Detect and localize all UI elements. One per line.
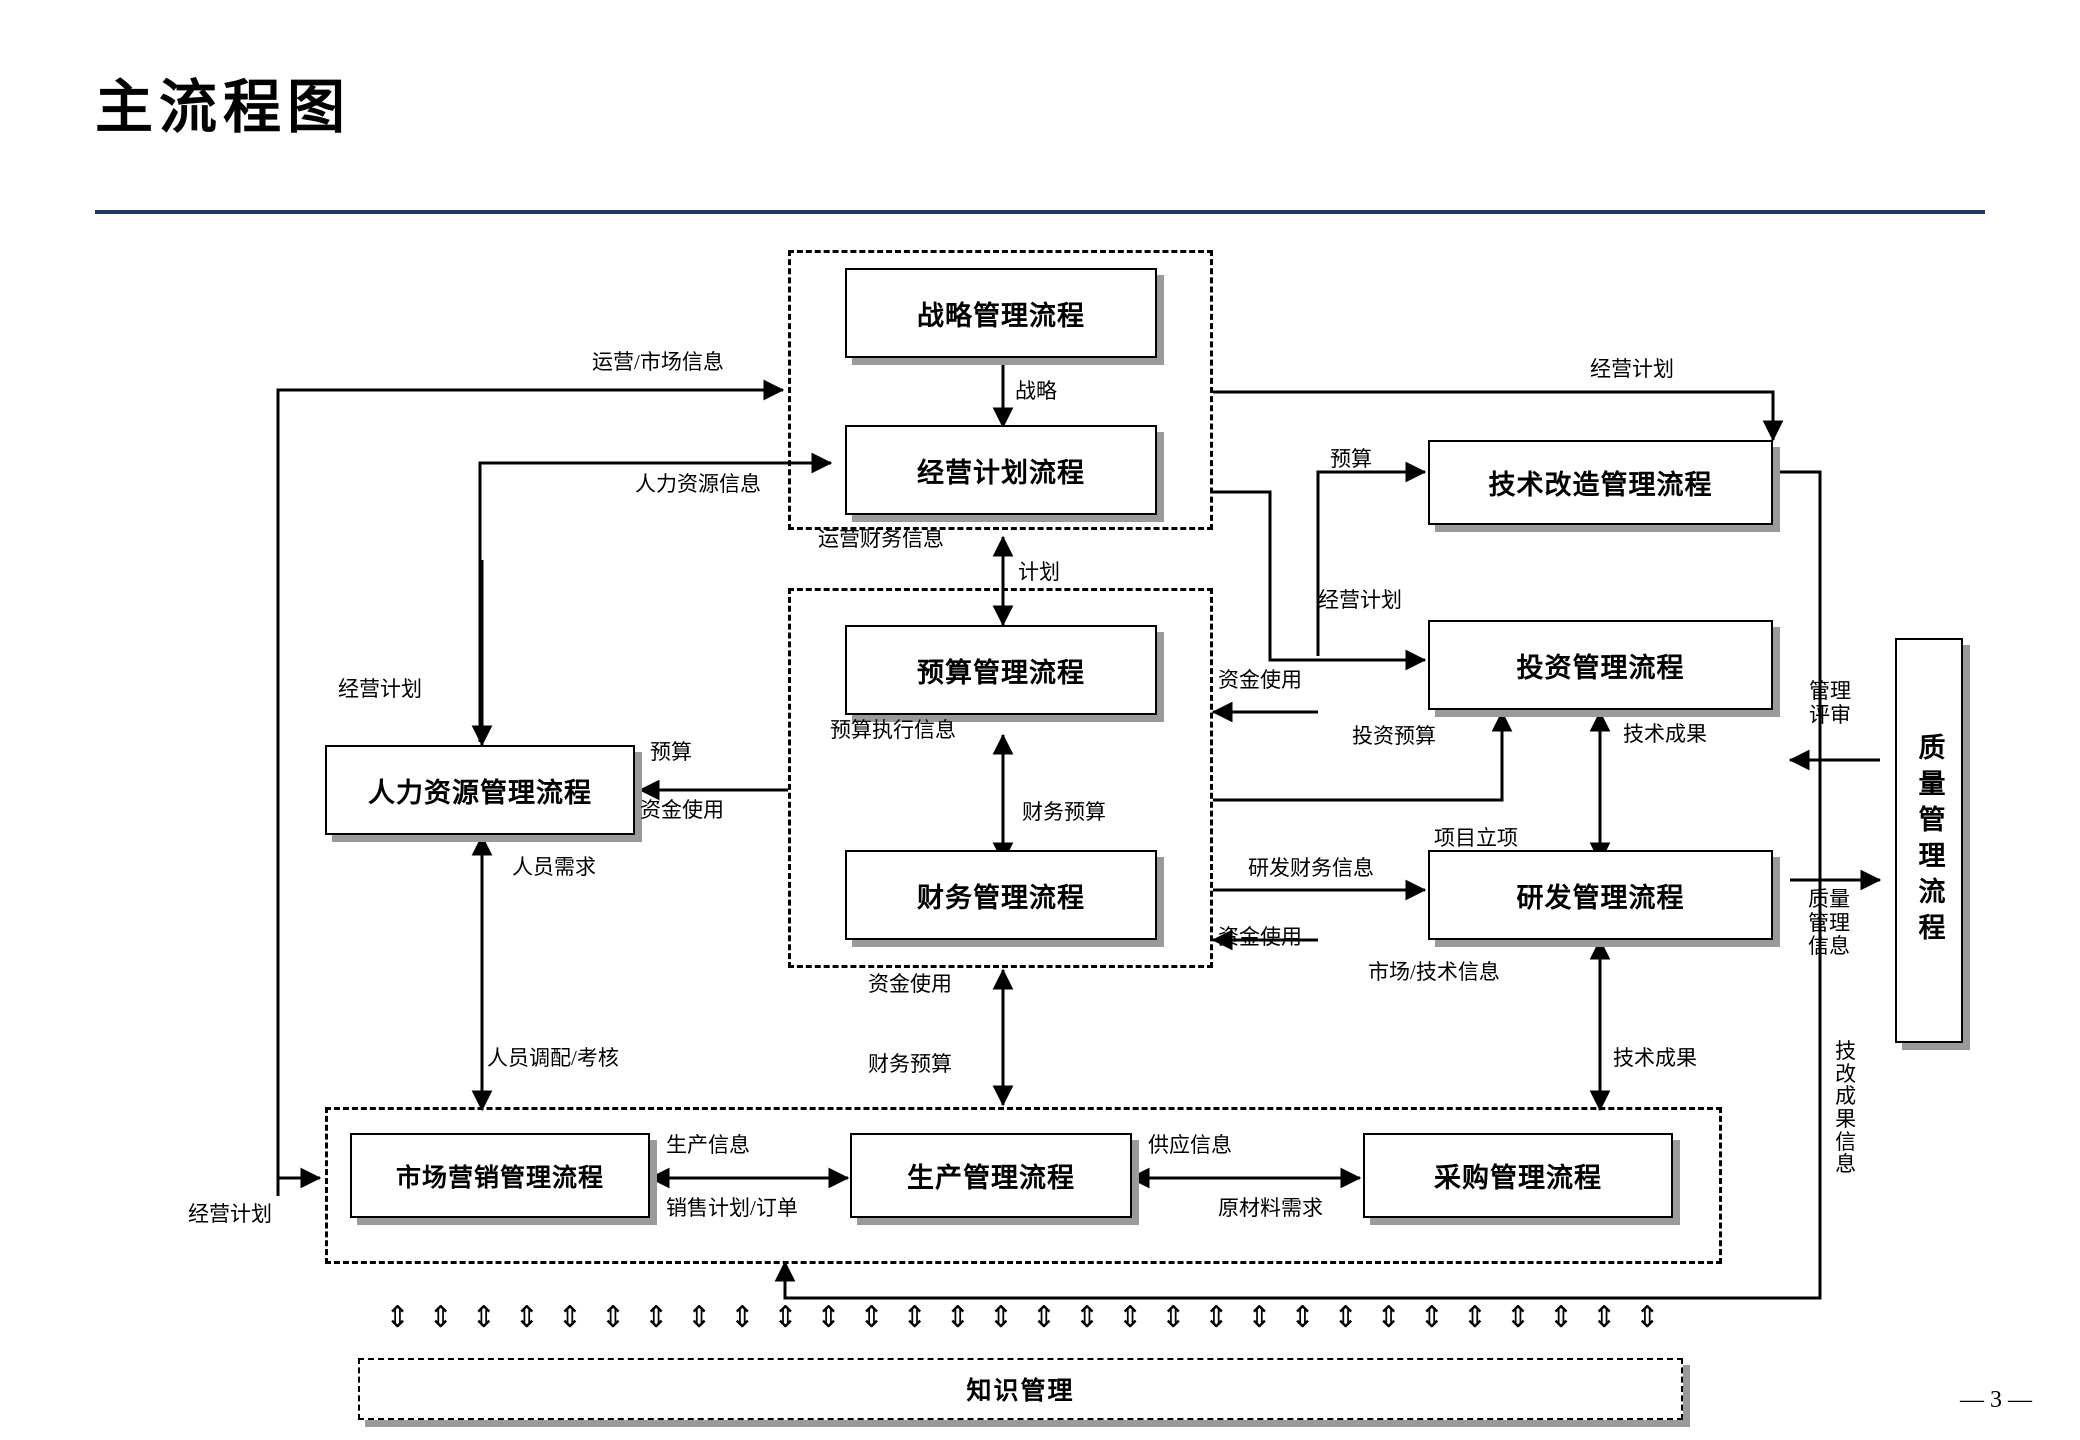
label-fund-use-hr: 资金使用 — [640, 798, 724, 822]
label-biz-plan-top-right: 经营计划 — [1590, 357, 1674, 381]
box-quality-management[interactable]: 质量管理流程 — [1895, 638, 1963, 1043]
label-raw-material-demand: 原材料需求 — [1218, 1196, 1323, 1220]
double-arrow-icon: ⇕ — [686, 1300, 712, 1335]
double-arrow-icon: ⇕ — [428, 1300, 454, 1335]
double-arrow-icon: ⇕ — [1376, 1300, 1402, 1335]
double-arrow-icon: ⇕ — [988, 1300, 1014, 1335]
box-knowledge-management-label: 知识管理 — [966, 1376, 1075, 1405]
double-arrow-icon: ⇕ — [514, 1300, 540, 1335]
box-marketing-management-label: 市场营销管理流程 — [395, 1162, 604, 1192]
label-fund-use-mid: 资金使用 — [868, 972, 952, 996]
box-investment-management[interactable]: 投资管理流程 — [1428, 620, 1773, 710]
label-fund-use-budget-group: 资金使用 — [1218, 668, 1302, 692]
double-arrow-icon: ⇕ — [859, 1300, 885, 1335]
double-arrow-icon: ⇕ — [1160, 1300, 1186, 1335]
label-budget-exec-info: 预算执行信息 — [830, 718, 956, 742]
label-project-setup: 项目立项 — [1434, 826, 1518, 850]
double-arrow-icon: ⇕ — [1031, 1300, 1057, 1335]
page-title: 主流程图 — [95, 73, 352, 141]
double-arrow-icon: ⇕ — [1074, 1300, 1100, 1335]
double-arrow-icon: ⇕ — [1203, 1300, 1229, 1335]
double-arrow-icon: ⇕ — [471, 1300, 497, 1335]
label-staff-demand: 人员需求 — [512, 855, 596, 879]
label-production-info: 生产信息 — [666, 1133, 750, 1157]
double-arrow-icon: ⇕ — [1634, 1300, 1660, 1335]
double-arrow-icon: ⇕ — [1246, 1300, 1273, 1335]
box-budget-management[interactable]: 预算管理流程 — [845, 625, 1157, 715]
double-arrow-icon: ⇕ — [557, 1300, 583, 1335]
label-tech-result-invest: 技术成果 — [1623, 722, 1707, 746]
double-arrow-icon: ⇕ — [772, 1300, 798, 1335]
box-production-management-label: 生产管理流程 — [907, 1163, 1075, 1194]
box-marketing-management[interactable]: 市场营销管理流程 — [350, 1133, 650, 1218]
double-arrow-icon: ⇕ — [1505, 1300, 1531, 1335]
box-investment-management-label: 投资管理流程 — [1516, 652, 1685, 684]
label-biz-plan-left: 经营计划 — [338, 677, 422, 701]
box-quality-management-label: 质量管理流程 — [1913, 732, 1945, 949]
knowledge-arrow-row: ⇕ ⇕ ⇕ ⇕ ⇕ ⇕ ⇕ ⇕ ⇕ ⇕ ⇕ ⇕ ⇕ ⇕ ⇕ ⇕ ⇕ ⇕ ⇕ ⇕ … — [385, 1300, 1660, 1335]
double-arrow-icon: ⇕ — [1419, 1300, 1445, 1335]
page-number: — 3 — — [1960, 1387, 2032, 1413]
double-arrow-icon: ⇕ — [1117, 1300, 1143, 1335]
label-plan: 计划 — [1018, 560, 1060, 584]
label-budget-to-hr: 预算 — [650, 740, 692, 764]
label-sales-plan-order: 销售计划/订单 — [666, 1196, 798, 1220]
double-arrow-icon: ⇕ — [815, 1300, 842, 1335]
label-quality-mgmt-info: 质量管理信息 — [1808, 887, 1850, 959]
box-strategy-management[interactable]: 战略管理流程 — [845, 268, 1157, 358]
label-rd-finance-info: 研发财务信息 — [1248, 856, 1374, 880]
box-tech-reform-management-label: 技术改造管理流程 — [1488, 470, 1713, 501]
double-arrow-icon: ⇕ — [1548, 1300, 1574, 1335]
box-purchasing-management[interactable]: 采购管理流程 — [1363, 1133, 1673, 1218]
label-strategy: 战略 — [1015, 379, 1057, 403]
label-finance-budget-mid: 财务预算 — [1022, 800, 1106, 824]
label-supply-info: 供应信息 — [1148, 1133, 1232, 1157]
box-tech-reform-management[interactable]: 技术改造管理流程 — [1428, 440, 1773, 525]
box-hr-management[interactable]: 人力资源管理流程 — [325, 745, 635, 835]
double-arrow-icon: ⇕ — [600, 1300, 626, 1335]
label-ops-market-info: 运营/市场信息 — [592, 350, 724, 374]
label-fund-use-rd: 资金使用 — [1218, 925, 1302, 949]
label-market-tech-info: 市场/技术信息 — [1368, 960, 1500, 984]
double-arrow-icon: ⇕ — [902, 1300, 928, 1335]
label-ops-finance-info: 运营财务信息 — [818, 527, 944, 551]
box-business-plan[interactable]: 经营计划流程 — [845, 425, 1157, 515]
box-production-management[interactable]: 生产管理流程 — [850, 1133, 1132, 1218]
label-hr-info: 人力资源信息 — [635, 472, 761, 496]
box-finance-management-label: 财务管理流程 — [917, 882, 1085, 914]
label-tech-result-bottom: 技术成果 — [1613, 1046, 1697, 1070]
box-rd-management[interactable]: 研发管理流程 — [1428, 850, 1773, 940]
box-knowledge-management[interactable]: 知识管理 — [358, 1358, 1683, 1420]
double-arrow-icon: ⇕ — [1289, 1300, 1316, 1335]
label-tech-reform-result-info: 技改成果信息 — [1835, 1039, 1857, 1177]
double-arrow-icon: ⇕ — [1591, 1300, 1617, 1335]
double-arrow-icon: ⇕ — [385, 1300, 411, 1335]
box-strategy-management-label: 战略管理流程 — [917, 300, 1085, 332]
box-finance-management[interactable]: 财务管理流程 — [845, 850, 1157, 940]
double-arrow-icon: ⇕ — [1333, 1300, 1359, 1335]
box-purchasing-management-label: 采购管理流程 — [1434, 1163, 1602, 1194]
box-business-plan-label: 经营计划流程 — [917, 457, 1085, 489]
box-hr-management-label: 人力资源管理流程 — [368, 777, 592, 809]
box-rd-management-label: 研发管理流程 — [1516, 882, 1685, 914]
label-staff-allocation: 人员调配/考核 — [487, 1046, 619, 1070]
title-divider — [95, 210, 1985, 214]
label-mgmt-review: 管理评审 — [1809, 679, 1851, 727]
double-arrow-icon: ⇕ — [643, 1300, 669, 1335]
label-finance-budget-bottom: 财务预算 — [868, 1052, 952, 1076]
double-arrow-icon: ⇕ — [1462, 1300, 1488, 1335]
box-budget-management-label: 预算管理流程 — [917, 657, 1085, 689]
double-arrow-icon: ⇕ — [729, 1300, 755, 1335]
label-biz-plan-bottom: 经营计划 — [188, 1202, 272, 1226]
label-invest-budget: 投资预算 — [1352, 724, 1436, 748]
label-budget-to-tech: 预算 — [1330, 447, 1372, 471]
label-biz-plan-to-invest: 经营计划 — [1318, 588, 1402, 612]
double-arrow-icon: ⇕ — [945, 1300, 971, 1335]
